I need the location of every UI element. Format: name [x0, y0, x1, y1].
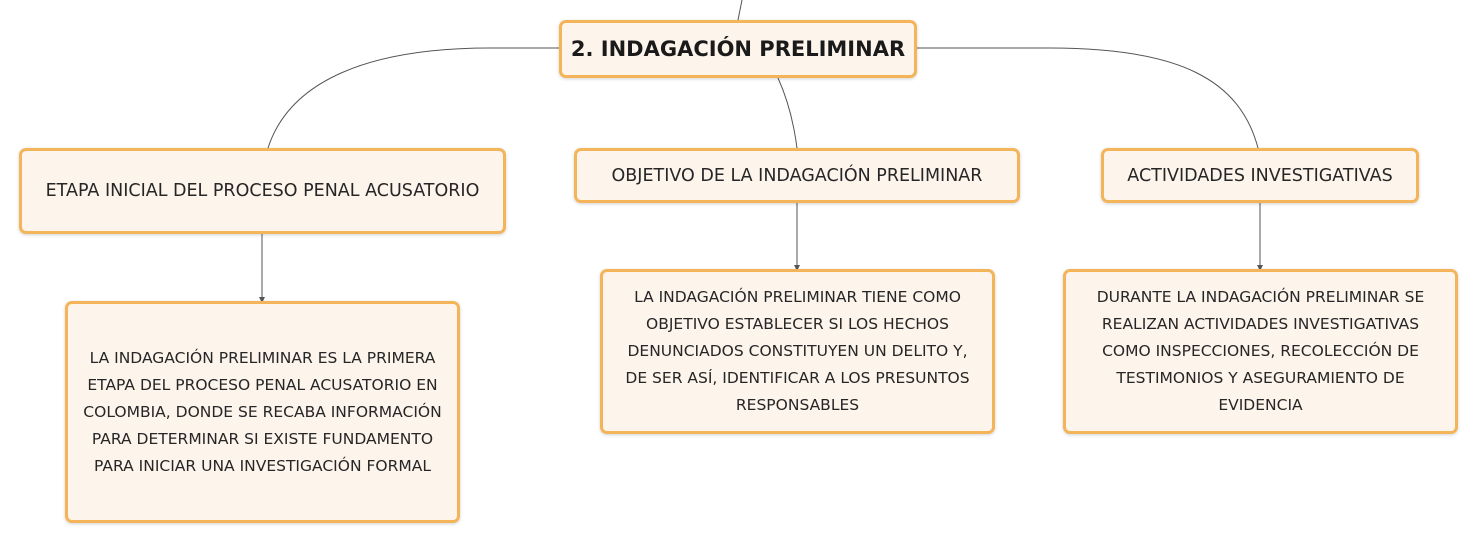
detail-node-etapa-inicial[interactable]: LA INDAGACIÓN PRELIMINAR ES LA PRIMERA E…: [65, 301, 460, 523]
detail-node-objetivo[interactable]: LA INDAGACIÓN PRELIMINAR TIENE COMO OBJE…: [600, 269, 995, 434]
connector-root-to-topic-3: [916, 47, 1259, 149]
detail-node-text: LA INDAGACIÓN PRELIMINAR TIENE COMO OBJE…: [625, 288, 970, 414]
root-node-label: 2. INDAGACIÓN PRELIMINAR: [570, 37, 906, 61]
connector-root-to-topic-2: [777, 77, 798, 149]
detail-node-actividades[interactable]: DURANTE LA INDAGACIÓN PRELIMINAR SE REAL…: [1063, 269, 1458, 434]
topic-node-actividades[interactable]: ACTIVIDADES INVESTIGATIVAS: [1101, 148, 1419, 203]
topic-node-label: ACTIVIDADES INVESTIGATIVAS: [1127, 165, 1393, 186]
parent-connector: [737, 0, 743, 21]
topic-node-etapa-inicial[interactable]: ETAPA INICIAL DEL PROCESO PENAL ACUSATOR…: [19, 148, 506, 234]
topic-node-objetivo[interactable]: OBJETIVO DE LA INDAGACIÓN PRELIMINAR: [574, 148, 1020, 203]
connector-root-to-topic-1: [267, 47, 560, 149]
root-node[interactable]: 2. INDAGACIÓN PRELIMINAR: [559, 20, 917, 78]
detail-node-text: DURANTE LA INDAGACIÓN PRELIMINAR SE REAL…: [1096, 288, 1425, 414]
detail-node-text: LA INDAGACIÓN PRELIMINAR ES LA PRIMERA E…: [83, 348, 442, 475]
topic-node-label: ETAPA INICIAL DEL PROCESO PENAL ACUSATOR…: [45, 181, 480, 201]
topic-node-label: OBJETIVO DE LA INDAGACIÓN PRELIMINAR: [611, 165, 983, 186]
